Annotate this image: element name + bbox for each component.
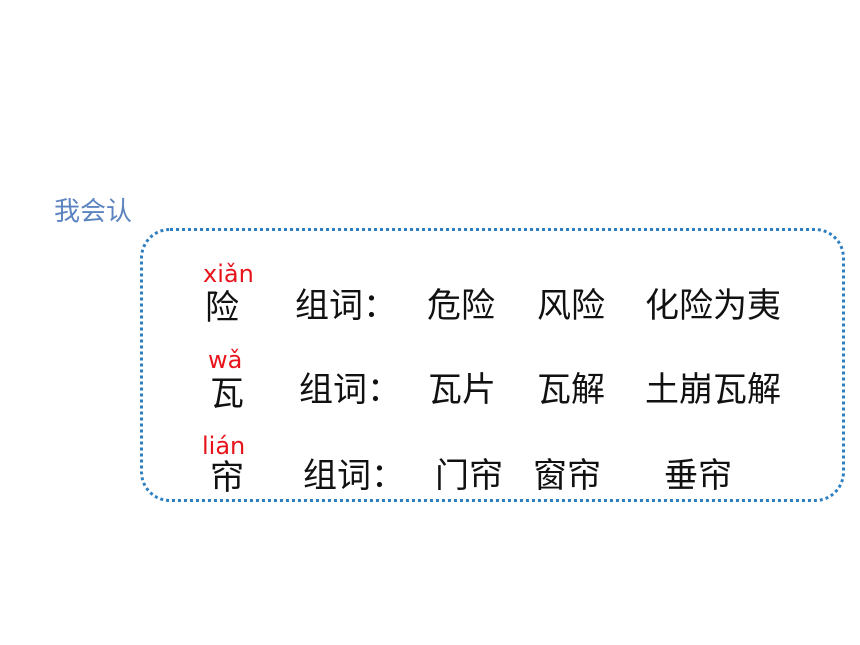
word-label: 组词： [299, 370, 401, 410]
word-label: 组词： [295, 286, 397, 326]
vocab-row: wǎ 瓦 组词： 瓦片 瓦解 土崩瓦解 [0, 344, 860, 424]
word: 危险 [427, 286, 495, 326]
word: 瓦解 [537, 370, 605, 410]
word-label: 组词： [303, 456, 405, 496]
character: 瓦 [210, 374, 244, 414]
vocab-row: xiǎn 险 组词： 危险 风险 化险为夷 [0, 258, 860, 338]
pinyin: xiǎn [203, 260, 254, 288]
section-title: 我会认 [54, 197, 133, 227]
word: 门帘 [435, 456, 503, 496]
pinyin: wǎ [208, 346, 243, 374]
word: 垂帘 [664, 456, 732, 496]
character: 险 [205, 288, 239, 328]
vocab-row: lián 帘 组词： 门帘 窗帘 垂帘 [0, 430, 860, 510]
word: 瓦片 [428, 370, 496, 410]
character: 帘 [210, 458, 244, 498]
word: 窗帘 [533, 456, 601, 496]
word: 化险为夷 [645, 286, 781, 326]
vocabulary-box [140, 228, 845, 502]
word: 土崩瓦解 [645, 370, 781, 410]
word: 风险 [537, 286, 605, 326]
pinyin: lián [202, 432, 246, 460]
